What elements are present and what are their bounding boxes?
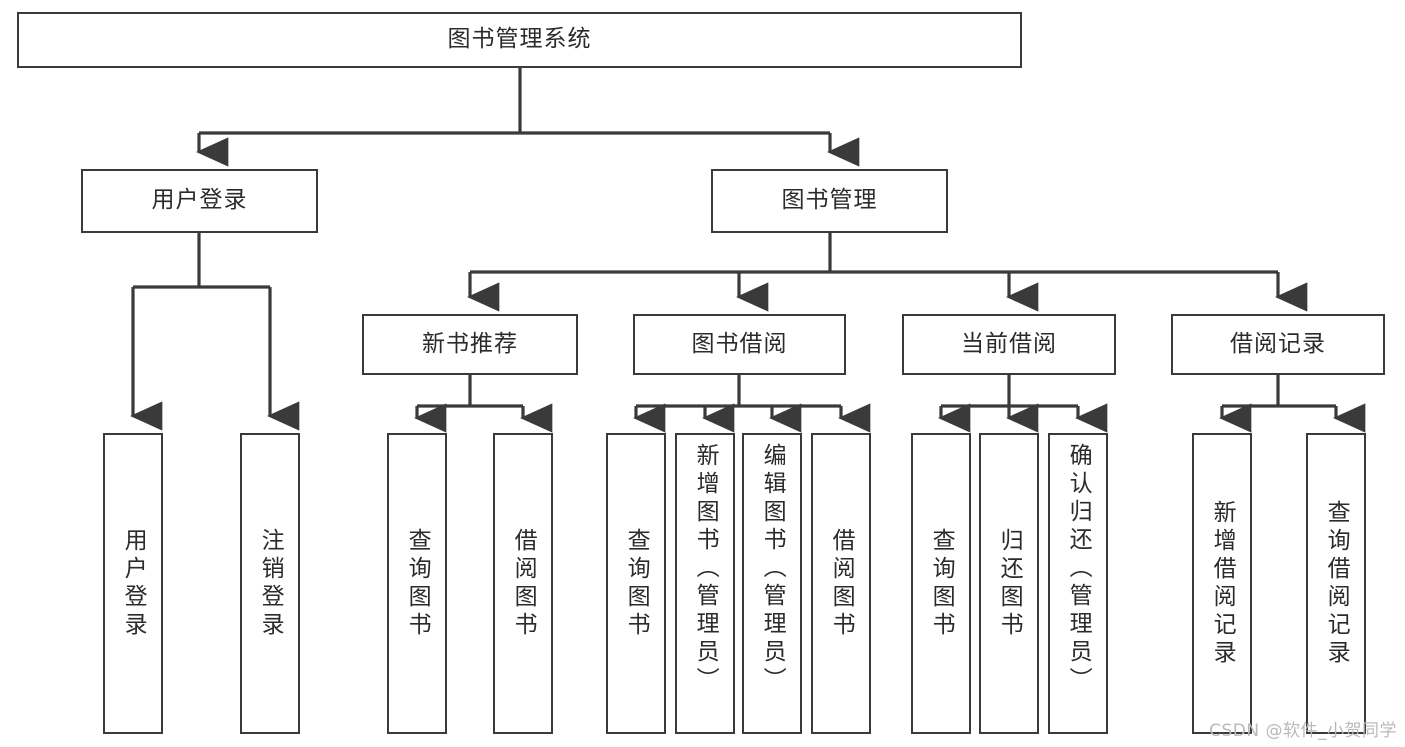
node-book-borrow[interactable]: 图书借阅 [633, 314, 846, 375]
node-label: 归还图书 [996, 527, 1023, 640]
node-label: 当前借阅 [961, 330, 1057, 357]
node-root-book-management-system[interactable]: 图书管理系统 [17, 12, 1022, 68]
node-leaf-book-borrow-borrow-book[interactable]: 借阅图书 [811, 433, 871, 734]
node-book-management[interactable]: 图书管理 [711, 169, 948, 233]
node-borrow-record[interactable]: 借阅记录 [1171, 314, 1385, 375]
node-leaf-book-borrow-add-book-admin[interactable]: 新增图书（管理员） [675, 433, 735, 734]
node-label: 借阅图书 [510, 527, 537, 640]
node-leaf-new-book-borrow-book[interactable]: 借阅图书 [493, 433, 553, 734]
node-user-login[interactable]: 用户登录 [81, 169, 318, 233]
node-label: 确认归还（管理员） [1065, 443, 1092, 695]
node-label: 编辑图书（管理员） [759, 443, 786, 695]
node-leaf-new-book-query-book[interactable]: 查询图书 [387, 433, 447, 734]
node-label: 图书管理系统 [447, 26, 592, 53]
node-label: 新增借阅记录 [1209, 499, 1236, 668]
node-leaf-book-borrow-query-book[interactable]: 查询图书 [606, 433, 666, 734]
node-leaf-current-borrow-confirm-return-admin[interactable]: 确认归还（管理员） [1048, 433, 1108, 734]
node-label: 查询图书 [404, 527, 431, 640]
node-label: 新增图书（管理员） [692, 443, 719, 695]
node-label: 用户登录 [120, 527, 147, 640]
node-label: 图书管理 [781, 187, 878, 214]
watermark-text: CSDN @软件_小贺同学 [1209, 721, 1397, 741]
node-leaf-user-login-login[interactable]: 用户登录 [103, 433, 163, 734]
node-label: 借阅记录 [1230, 330, 1326, 357]
node-current-borrow[interactable]: 当前借阅 [902, 314, 1116, 375]
node-leaf-current-borrow-query-book[interactable]: 查询图书 [911, 433, 971, 734]
node-label: 注销登录 [257, 527, 284, 640]
node-new-book-recommend[interactable]: 新书推荐 [362, 314, 578, 375]
node-leaf-current-borrow-return-book[interactable]: 归还图书 [979, 433, 1039, 734]
node-label: 查询图书 [928, 527, 955, 640]
node-leaf-borrow-record-query-record[interactable]: 查询借阅记录 [1306, 433, 1366, 734]
node-label: 用户登录 [151, 187, 248, 214]
node-label: 查询借阅记录 [1323, 499, 1350, 668]
node-leaf-book-borrow-edit-book-admin[interactable]: 编辑图书（管理员） [742, 433, 802, 734]
node-leaf-user-login-logout[interactable]: 注销登录 [240, 433, 300, 734]
node-label: 图书借阅 [691, 330, 788, 357]
node-label: 查询图书 [623, 527, 650, 640]
node-label: 借阅图书 [828, 527, 855, 640]
node-label: 新书推荐 [422, 330, 518, 357]
node-leaf-borrow-record-add-record[interactable]: 新增借阅记录 [1192, 433, 1252, 734]
